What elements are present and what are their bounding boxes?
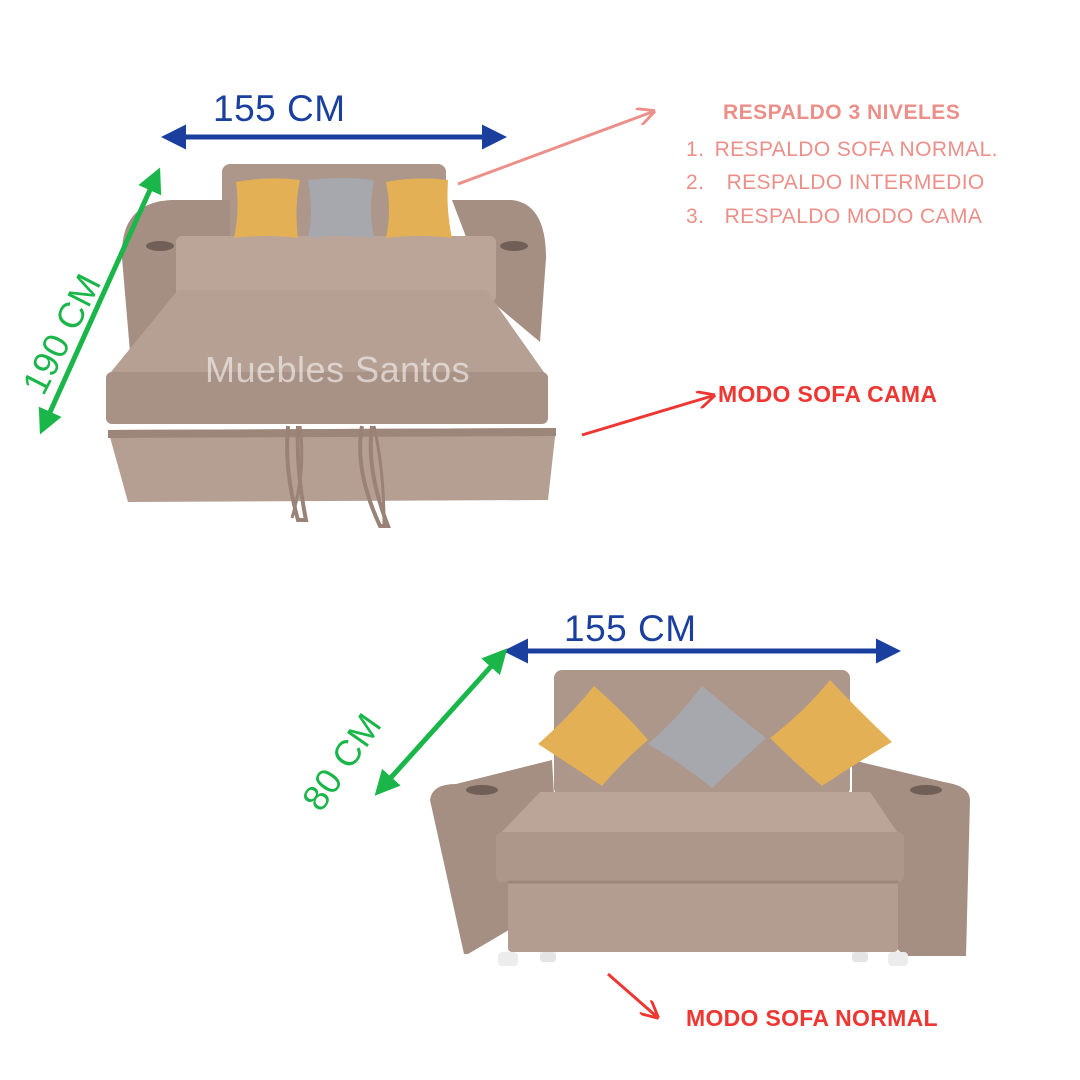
- sofa-normal-illustration: [430, 670, 970, 966]
- backrest-item-text: RESPALDO INTERMEDIO: [726, 171, 985, 194]
- mode-pointer-arrow: [607, 972, 656, 1016]
- backrest-title: RESPALDO 3 NIVELES: [723, 101, 961, 124]
- backrest-item-number: 1.: [686, 138, 705, 161]
- top-width-label: 155 CM: [213, 88, 346, 129]
- pillow-yellow: [386, 178, 452, 238]
- pillow-yellow: [538, 686, 648, 786]
- mattress-front: [106, 372, 548, 424]
- sofa-foot: [888, 952, 908, 966]
- length-arrow: [38, 167, 162, 435]
- pull-out-base: [108, 428, 556, 502]
- pillow-yellow: [234, 178, 300, 238]
- cup-holder-icon: [466, 785, 498, 795]
- backrest-item: 1. RESPALDO SOFA NORMAL.: [686, 139, 998, 160]
- backrest-pointer-arrow: [457, 112, 652, 186]
- bottom-width-label: 155 CM: [564, 608, 697, 649]
- backrest-item-text: RESPALDO SOFA NORMAL.: [714, 138, 998, 161]
- cup-holder-icon: [500, 241, 528, 251]
- backrest-item-number: 3.: [686, 205, 705, 228]
- right-arm: [452, 200, 546, 342]
- seat-cushion: [498, 792, 900, 836]
- sofa-foot: [498, 952, 518, 966]
- backrest-item-text: RESPALDO MODO CAMA: [724, 205, 983, 228]
- pull-strap: [285, 425, 309, 522]
- pillow-gray: [648, 686, 766, 788]
- sofa-normal-mode-label: MODO SOFA NORMAL: [686, 1005, 938, 1031]
- mattress-top: [106, 290, 548, 378]
- cup-holder-icon: [146, 241, 174, 251]
- cup-holder-icon: [910, 785, 942, 795]
- backrest-item: 3. RESPALDO MODO CAMA: [686, 206, 982, 227]
- sofa-base: [508, 880, 898, 952]
- backrest-item: 2. RESPALDO INTERMEDIO: [686, 172, 985, 193]
- watermark: Muebles Santos: [205, 349, 471, 390]
- sofa-bed-mode-label: MODO SOFA CAMA: [718, 381, 938, 407]
- sofa-bed-illustration: [106, 164, 556, 528]
- pillow-yellow: [770, 680, 892, 786]
- depth-arrow: [374, 648, 508, 796]
- mode-pointer-arrow: [581, 396, 712, 437]
- pillow-gray: [308, 178, 374, 238]
- pull-strap: [358, 425, 391, 528]
- backrest-item-number: 2.: [686, 171, 705, 194]
